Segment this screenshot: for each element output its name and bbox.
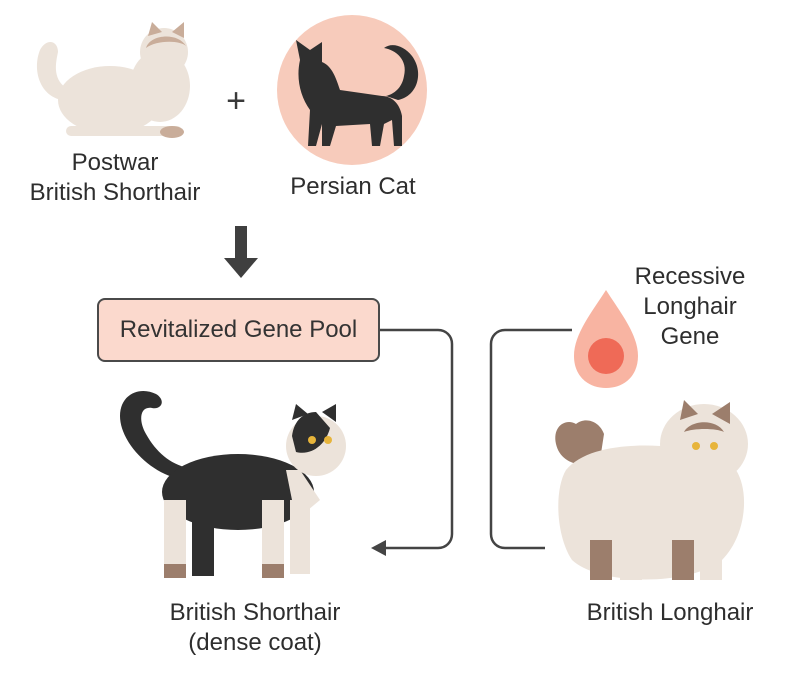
british-shorthair-illustration [120, 390, 346, 578]
revitalized-gene-pool-label: Revitalized Gene Pool [119, 316, 358, 343]
recessive-longhair-gene-label: Recessive Longhair Gene [634, 263, 746, 350]
revitalized-gene-pool-box: Revitalized Gene Pool [97, 298, 380, 362]
persian-cat-label: Persian Cat [290, 173, 416, 200]
connector-to-longhair [489, 328, 572, 550]
arrowhead-icon [371, 540, 386, 556]
gene-drop-icon [574, 290, 638, 388]
british-longhair-label: British Longhair [586, 599, 754, 626]
persian-cat-illustration [277, 15, 427, 165]
british-longhair-illustration [555, 400, 748, 580]
postwar-british-shorthair-illustration [36, 22, 190, 138]
down-arrow-icon [224, 226, 258, 278]
british-shorthair-label: British Shorthair (dense coat) [169, 599, 341, 656]
connector-to-shorthair [380, 328, 454, 550]
postwar-british-shorthair-label: Postwar British Shorthair [29, 149, 201, 206]
plus-sign: + [226, 82, 246, 120]
